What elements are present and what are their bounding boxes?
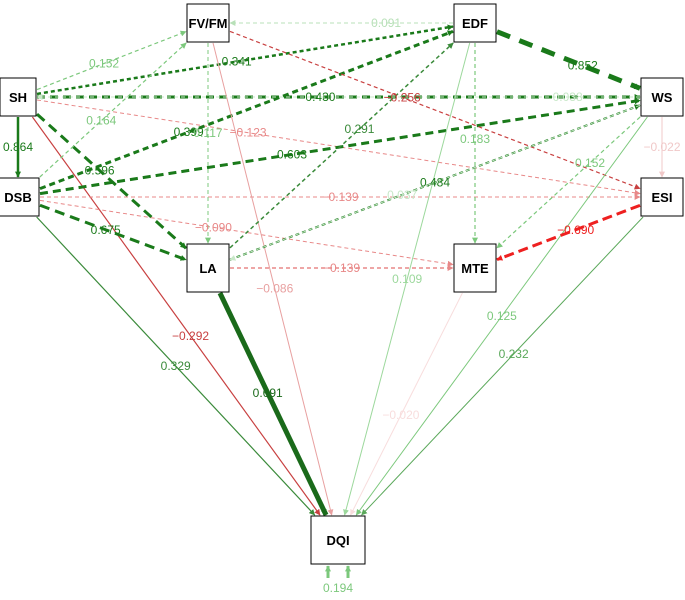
- edge-label-la-to-mte: −0.139: [323, 261, 360, 275]
- edge-label-dqi-residual: 0.194: [323, 581, 353, 595]
- edge-labels-layer: 0.152 0.341 0.430 0.596 0.864 −0.292 −0.123 0.1…: [3, 16, 681, 595]
- edge-label-sh-to-dqi: −0.292: [172, 329, 209, 343]
- node-ws[interactable]: WS: [640, 77, 684, 117]
- edge-sh-to-fvfm: [36, 30, 187, 91]
- edge-label-dsb-to-dqi: 0.329: [161, 359, 191, 373]
- edge-sh-to-edf: [36, 24, 454, 96]
- edge-label-sh-to-dsb: 0.864: [3, 140, 33, 154]
- edge-label-la-to-ws: 0.484: [420, 176, 450, 190]
- edge-fvfm-to-dqi: [212, 42, 334, 516]
- node-dsb[interactable]: DSB: [0, 177, 40, 217]
- edge-sh-to-esi: [36, 99, 641, 196]
- edge-label-sh-to-esi: −0.123: [230, 126, 267, 140]
- edge-label-edf-to-fvfm: 0.091: [371, 16, 401, 30]
- edge-label-dsb-to-fvfm: 0.164: [86, 114, 116, 128]
- node-label-sh: SH: [9, 90, 27, 105]
- edge-dsb-to-dqi: [36, 216, 316, 516]
- node-dqi[interactable]: DQI: [310, 515, 366, 565]
- edge-edf-to-ws: [496, 29, 641, 91]
- edge-label-dsb-to-ws: 0.603: [277, 147, 307, 161]
- edge-edf-to-dqi: [343, 42, 471, 516]
- edge-fvfm-to-esi: [229, 30, 641, 190]
- edge-dsb-to-fvfm: [39, 42, 187, 178]
- residual-arrow-dqi: [325, 565, 351, 578]
- node-box-ws: [640, 77, 684, 117]
- edge-ws-to-mte: [496, 116, 641, 249]
- edge-label-fvfm-to-esi: −0.256: [384, 90, 421, 104]
- node-box-mte: [453, 243, 497, 293]
- edge-label-mte-to-dqi: −0.020: [382, 408, 419, 422]
- node-box-la: [186, 243, 230, 293]
- edge-esi-to-mte: [496, 203, 641, 262]
- node-label-dsb: DSB: [4, 190, 31, 205]
- edge-label-ws-to-dqi: 0.125: [487, 309, 517, 323]
- edge-label-la-to-dqi: 0.691: [253, 386, 283, 400]
- edge-label-sh-to-ws: 0.430: [305, 90, 335, 104]
- edge-label-la-to-edf: 0.291: [344, 122, 374, 136]
- edge-la-to-edf: [229, 42, 454, 249]
- node-fvfm[interactable]: FV/FM: [186, 3, 230, 43]
- edge-label-ws-to-la: 0.037: [387, 188, 417, 202]
- edge-sh-to-dqi: [31, 116, 321, 516]
- edge-label-ws-to-esi: −0.022: [643, 140, 680, 154]
- edge-label-edf-to-ws: 0.852: [568, 59, 598, 73]
- edge-ws-to-la: [229, 104, 641, 261]
- node-box-sh: [0, 77, 37, 117]
- node-box-edf: [453, 3, 497, 43]
- node-la[interactable]: LA: [186, 243, 230, 293]
- edge-esi-to-dqi: [361, 216, 644, 516]
- node-label-edf: EDF: [462, 16, 488, 31]
- edge-label-dsb-to-la: 0.675: [91, 223, 121, 237]
- nodes-layer: FV/FM EDF SH WS DSB ESI LA MTE DQI: [0, 3, 684, 565]
- edge-label-fvfm-to-dqi: −0.086: [256, 281, 293, 295]
- node-label-mte: MTE: [461, 261, 489, 276]
- node-label-dqi: DQI: [326, 533, 349, 548]
- node-edf[interactable]: EDF: [453, 3, 497, 43]
- edge-label-esi-to-mte: −0.690: [557, 223, 594, 237]
- edges-layer: [15, 20, 665, 578]
- node-label-fvfm: FV/FM: [189, 16, 228, 31]
- node-box-fvfm: [186, 3, 230, 43]
- edge-label-esi-to-dqi: 0.232: [499, 347, 529, 361]
- node-mte[interactable]: MTE: [453, 243, 497, 293]
- edge-label-dsb-to-edf: 0.399: [174, 125, 204, 139]
- edge-label-ws-to-sh: 0.038: [553, 90, 583, 104]
- edge-label-sh-to-fvfm: 0.152: [89, 56, 119, 70]
- node-box-dqi: [310, 515, 366, 565]
- edge-la-to-dqi: [217, 291, 329, 517]
- edge-mte-to-dqi: [350, 292, 463, 516]
- node-label-ws: WS: [652, 90, 673, 105]
- node-label-la: LA: [199, 261, 217, 276]
- edge-dsb-to-edf: [39, 29, 454, 191]
- node-box-dsb: [0, 177, 40, 217]
- node-label-esi: ESI: [652, 190, 673, 205]
- node-box-esi: [640, 177, 684, 217]
- edge-ws-to-dqi: [355, 116, 648, 516]
- edge-label-ws-to-mte: 0.152: [575, 156, 605, 170]
- edge-label-dsb-to-mte: −0.090: [195, 220, 232, 234]
- edge-label-edf-to-mte: 0.183: [460, 132, 490, 146]
- edge-label-sh-to-la: 0.596: [85, 163, 115, 177]
- edge-dsb-to-la: [39, 203, 187, 262]
- edge-label-edf-to-dqi: 0.109: [392, 272, 422, 286]
- edge-label-sh-to-edf: 0.341: [222, 55, 252, 69]
- edge-label-fvfm-to-la: 0.117: [193, 126, 222, 140]
- node-sh[interactable]: SH: [0, 77, 37, 117]
- node-esi[interactable]: ESI: [640, 177, 684, 217]
- edge-label-dsb-to-esi: −0.139: [321, 190, 358, 204]
